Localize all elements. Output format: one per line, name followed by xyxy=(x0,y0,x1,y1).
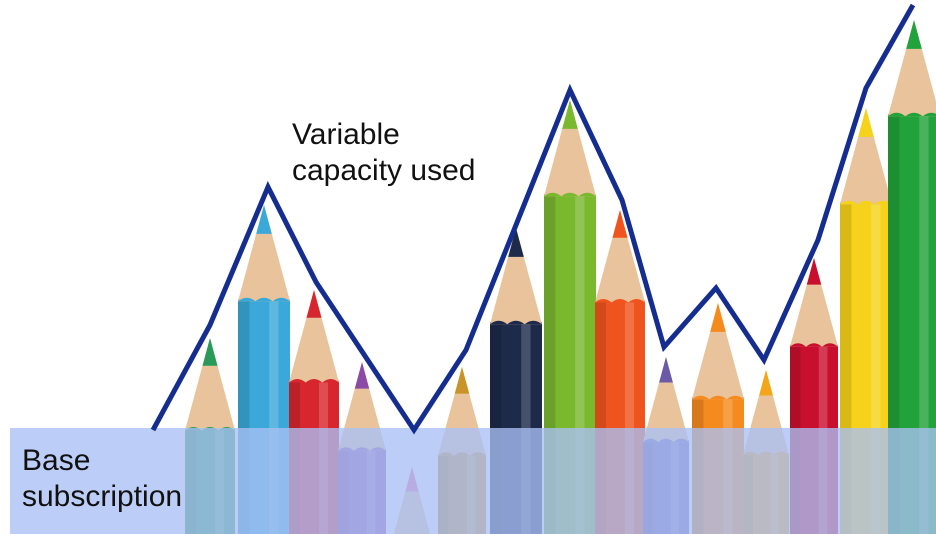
variable-capacity-label: Variable capacity used xyxy=(292,118,476,187)
base-subscription-band xyxy=(10,428,936,534)
base-subscription-label: Base subscription xyxy=(22,444,183,513)
variable-capacity-line xyxy=(150,3,916,435)
